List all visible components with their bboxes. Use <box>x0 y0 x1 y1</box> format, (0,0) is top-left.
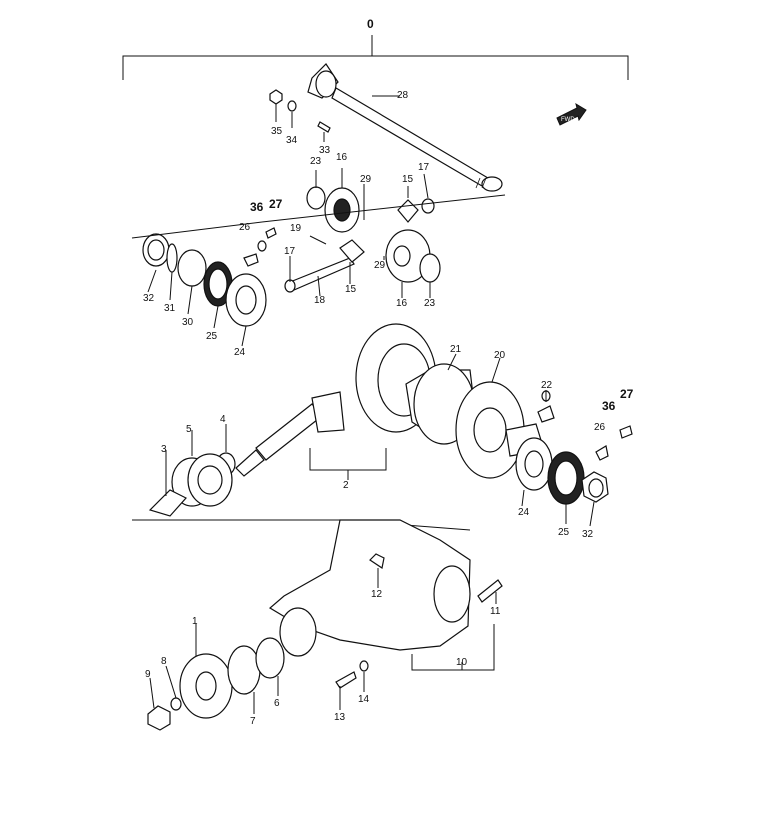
companion-flange-group <box>147 637 285 731</box>
callout-17a: 17 <box>418 162 430 173</box>
callout-35: 35 <box>271 126 283 137</box>
callout-29a: 29 <box>360 174 372 185</box>
callout-27b: 27 <box>620 387 634 401</box>
callout-22: 22 <box>541 380 553 391</box>
callout-25a: 25 <box>206 331 218 342</box>
callout-17b: 17 <box>284 246 296 257</box>
hardware-top <box>269 89 331 133</box>
callout-8: 8 <box>161 656 167 667</box>
callout-19: 19 <box>290 223 302 234</box>
callout-5: 5 <box>186 424 192 435</box>
callout-26b: 26 <box>594 422 606 433</box>
callout-36a: 36 <box>250 200 264 214</box>
callout-23b: 23 <box>424 298 436 309</box>
callout-29b: 29 <box>374 260 386 271</box>
callout-7: 7 <box>250 716 256 727</box>
axle-shaft <box>307 63 503 192</box>
callout-32a: 32 <box>143 293 155 304</box>
callout-23a: 23 <box>310 156 322 167</box>
callout-34: 34 <box>286 135 298 146</box>
callout-32b: 32 <box>582 529 594 540</box>
differential-case <box>405 363 555 479</box>
callout-10: 10 <box>456 657 468 668</box>
callout-24b: 24 <box>518 507 530 518</box>
leader-lines <box>147 95 595 714</box>
forward-direction-arrow-icon: FWD <box>556 102 587 126</box>
assembly-bracket: 0 <box>122 17 629 80</box>
callout-15a: 15 <box>402 174 414 185</box>
callout-3: 3 <box>161 444 167 455</box>
callout-16a: 16 <box>336 152 348 163</box>
fwd-label: FWD <box>561 117 575 123</box>
callout-0: 0 <box>367 17 374 31</box>
callout-11: 11 <box>490 606 501 617</box>
carrier-bearing-right-group <box>515 425 633 505</box>
callout-30: 30 <box>182 317 194 328</box>
carrier-bearing-left-group <box>142 227 277 327</box>
callout-labels: 28 35 34 33 23 16 29 15 17 36 27 26 19 1… <box>143 90 634 727</box>
callout-24a: 24 <box>234 347 246 358</box>
callout-6: 6 <box>274 698 280 709</box>
callout-15b: 15 <box>345 284 357 295</box>
callout-18: 18 <box>314 295 326 306</box>
differential-internals <box>284 186 441 293</box>
callout-27a: 27 <box>269 197 283 211</box>
callout-2: 2 <box>343 480 349 491</box>
callout-28: 28 <box>397 90 409 101</box>
callout-4: 4 <box>220 414 226 425</box>
callout-36b: 36 <box>602 399 616 413</box>
callout-21: 21 <box>450 344 462 355</box>
callout-9: 9 <box>145 669 151 680</box>
callout-14: 14 <box>358 694 370 705</box>
ring-gear-and-pinion <box>235 323 437 480</box>
callout-13: 13 <box>334 712 346 723</box>
pinion-bearing-group <box>148 452 236 517</box>
differential-housing <box>268 519 503 689</box>
callout-33: 33 <box>319 145 331 156</box>
callout-20: 20 <box>494 350 506 361</box>
callout-12: 12 <box>371 589 383 600</box>
callout-16b: 16 <box>396 298 408 309</box>
callout-1: 1 <box>192 616 198 627</box>
callout-25b: 25 <box>558 527 570 538</box>
callout-31: 31 <box>164 303 176 314</box>
callout-26a: 26 <box>239 222 251 233</box>
